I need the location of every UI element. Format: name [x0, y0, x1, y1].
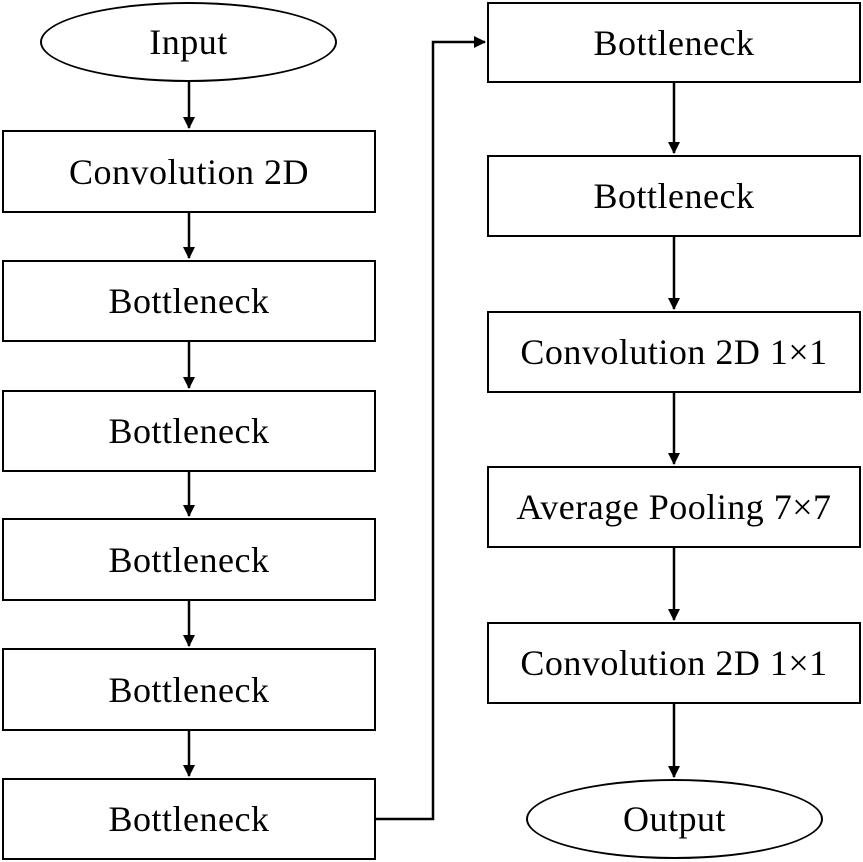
- convolution-2d-1x1-node-a: Convolution 2D 1×1: [487, 311, 861, 393]
- bottleneck-node-1: Bottleneck: [2, 260, 376, 342]
- bottleneck-node-3: Bottleneck: [2, 518, 376, 601]
- bottleneck-node-6: Bottleneck: [487, 2, 861, 83]
- bottleneck-node-5: Bottleneck: [2, 778, 376, 860]
- bottleneck-node-7: Bottleneck: [487, 155, 861, 237]
- bottleneck-node-4: Bottleneck: [2, 648, 376, 731]
- convolution-2d-1x1-node-b: Convolution 2D 1×1: [487, 622, 861, 704]
- input-node: Input: [40, 2, 337, 82]
- output-node: Output: [526, 779, 823, 859]
- bottleneck-node-2: Bottleneck: [2, 390, 376, 472]
- arrow-bottleneck-5-to-6: [376, 36, 486, 821]
- average-pooling-node: Average Pooling 7×7: [487, 466, 861, 548]
- convolution-2d-node: Convolution 2D: [2, 130, 376, 213]
